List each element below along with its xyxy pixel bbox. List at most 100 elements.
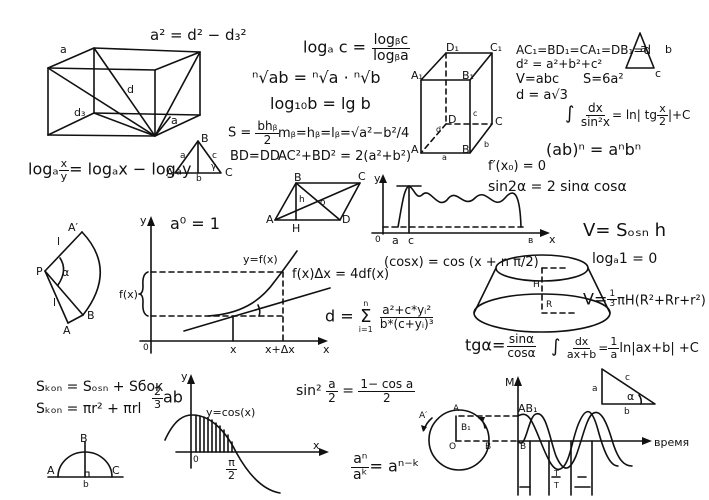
oscillation-label-B1: B₁ bbox=[461, 423, 471, 433]
graph-label-origin: 0 bbox=[143, 343, 149, 353]
oscillation-label-time: время bbox=[654, 436, 690, 449]
oscillation-label-O: O bbox=[449, 442, 457, 452]
wave-label-b: в bbox=[528, 236, 534, 246]
cos-graph-label-origin: 0 bbox=[193, 455, 199, 465]
formula-cone-surface-2: Sₖₒₙ = πr² + πrl bbox=[36, 401, 142, 417]
sector-label-l-top: l bbox=[57, 235, 61, 248]
prism-label-B: B bbox=[462, 143, 470, 156]
wave-graph-figure bbox=[371, 174, 550, 237]
sector-label-alpha: α bbox=[62, 266, 70, 279]
oscillation-label-AB1: AB₁ bbox=[518, 402, 538, 415]
formula-log-one: logₐ1 = 0 bbox=[592, 251, 658, 267]
small-triangle-label-a: a bbox=[640, 42, 647, 55]
prism-label-A1: A₁ bbox=[411, 69, 423, 82]
parallelogram-label-o: o bbox=[320, 198, 326, 208]
formula-cuboid-d-squared: d² = a²+b²+c² bbox=[516, 57, 603, 71]
triangle-label-B: B bbox=[201, 132, 209, 145]
cuboid-label-d: d bbox=[127, 83, 134, 96]
formula-log10: log₁₀b = lg b bbox=[270, 94, 371, 113]
semicircle-label-C: C bbox=[112, 464, 120, 477]
formula-double-angle: sin2α = 2 sinα cosα bbox=[488, 179, 627, 195]
wave-label-a: a bbox=[392, 234, 399, 247]
semicircle-label-B: B bbox=[80, 432, 88, 445]
sector-figure bbox=[44, 231, 101, 324]
frustum-label-H: H bbox=[533, 280, 540, 290]
oscillation-label-A: A bbox=[453, 404, 460, 414]
semicircle-label-A: A bbox=[47, 464, 55, 477]
parallelogram-label-D: D bbox=[342, 213, 351, 226]
rectangular-prism-figure bbox=[420, 52, 493, 154]
prism-label-c: c bbox=[473, 109, 478, 118]
parallelogram-label-A: A bbox=[266, 213, 274, 226]
triangle-label-b: b bbox=[196, 174, 202, 184]
sector-label-A: A bbox=[63, 324, 71, 337]
triangle-label-gamma: γ bbox=[211, 162, 217, 172]
cos-graph-label-curve: y=cos(x) bbox=[206, 406, 256, 419]
cuboid-diagonal-figure bbox=[47, 47, 201, 137]
oscillation-label-A-prime: A′ bbox=[419, 411, 428, 421]
sector-label-B: B bbox=[87, 309, 95, 322]
right-triangle-label-b: b bbox=[624, 407, 630, 417]
graph-label-x: x bbox=[323, 343, 330, 356]
triangle-label-c: c bbox=[212, 151, 217, 161]
cos-graph-label-y: y bbox=[181, 370, 188, 383]
formula-differential: f(x)Δx = 4df(x) bbox=[292, 267, 390, 282]
triangle-label-A: A bbox=[166, 166, 174, 179]
formula-parallelogram-law: AC²+BD² = 2(a²+b²) bbox=[278, 149, 412, 164]
formula-triangle-area: S = bhᵦ 2 bbox=[228, 119, 280, 147]
formula-a-zero: a⁰ = 1 bbox=[170, 214, 220, 233]
wave-label-c: c bbox=[408, 234, 415, 247]
right-triangle-label-c: c bbox=[625, 373, 630, 383]
wave-label-y: y bbox=[374, 172, 381, 185]
oscillation-label-M: M bbox=[505, 376, 515, 389]
formula-nth-root: ⁿ√ab = ⁿ√a · ⁿ√b bbox=[252, 68, 381, 87]
formula-power-product: (ab)ⁿ = aⁿbⁿ bbox=[546, 140, 642, 159]
cos-graph-figure bbox=[164, 374, 329, 494]
function-graph-figure bbox=[138, 216, 331, 354]
small-triangle-label-b: b bbox=[665, 43, 672, 56]
parallelogram-label-B: B bbox=[294, 171, 302, 184]
parallelogram-label-C: C bbox=[358, 170, 366, 183]
prism-label-A: A bbox=[411, 143, 419, 156]
formula-cos-period: (cosx) = cos (x + n π/2) bbox=[384, 255, 539, 270]
oscillation-label-B: B bbox=[485, 442, 492, 452]
formula-cone-surface-1: Sₖₒₙ = Sₒₛₙ + Sбок bbox=[36, 379, 164, 395]
isosceles-triangle-figure bbox=[174, 140, 222, 174]
right-triangle-label-alpha: α bbox=[627, 390, 635, 403]
small-triangle-figure bbox=[625, 32, 655, 69]
frustum-figure bbox=[473, 254, 611, 333]
formula-prism-volume: V= Sₒₛₙ h bbox=[583, 220, 667, 241]
formula-cuboid-volume: V=abc bbox=[516, 72, 560, 87]
frustum-label-R: R bbox=[546, 300, 553, 310]
semicircle-figure bbox=[47, 441, 124, 478]
graph-label-y: y bbox=[140, 214, 147, 227]
cuboid-label-a-top: a bbox=[60, 43, 67, 56]
formula-median: mᵦ=hᵦ=lᵦ=√a²−b²/4 bbox=[278, 126, 410, 141]
cuboid-label-d3: d₃ bbox=[74, 106, 86, 119]
cuboid-label-a-bottom: a bbox=[171, 114, 178, 127]
triangle-label-a: a bbox=[180, 151, 186, 161]
graph-label-x-dx-tick: x+Δx bbox=[265, 343, 295, 356]
parallelogram-figure bbox=[274, 182, 361, 221]
graph-label-fx-curve: y=f(x) bbox=[243, 253, 278, 266]
formula-derivative-zero: f′(x₀) = 0 bbox=[488, 159, 547, 174]
parallelogram-label-h: h bbox=[299, 195, 305, 205]
prism-label-b: b bbox=[484, 140, 490, 149]
sector-label-l-bottom: l bbox=[53, 296, 57, 309]
formula-cube-diagonal: d = a√3 bbox=[516, 88, 568, 103]
formula-log-change-base: logₐ c = logᵦc logᵦa bbox=[303, 32, 411, 64]
sector-label-A-prime: A′ bbox=[68, 221, 79, 234]
right-triangle-label-a: a bbox=[592, 384, 598, 394]
prism-label-D: D bbox=[448, 113, 457, 126]
oscillation-figure bbox=[421, 376, 652, 496]
small-triangle-label-c: c bbox=[655, 67, 662, 80]
parallelogram-label-H: H bbox=[292, 222, 301, 235]
